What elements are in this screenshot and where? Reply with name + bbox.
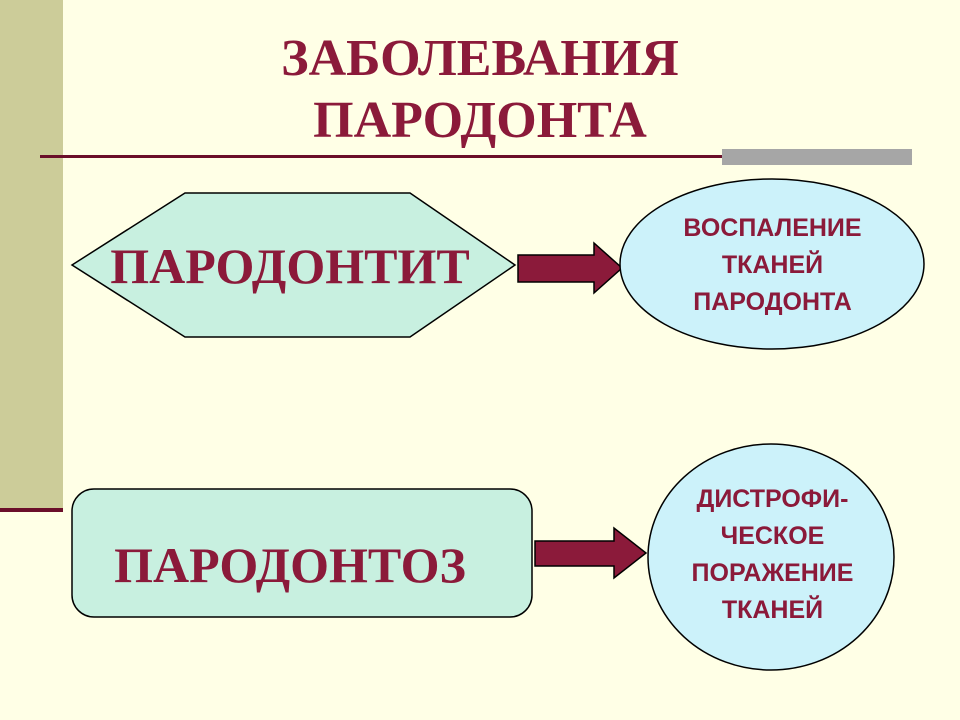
dystrophy-line-4: ТКАНЕЙ xyxy=(721,596,824,624)
periodontosis-label: ПАРОДОНТОЗ xyxy=(114,537,466,593)
inflammation-label: ВОСПАЛЕНИЕ ТКАНЕЙ ПАРОДОНТА xyxy=(640,205,905,325)
slide-title: ЗАБОЛЕВАНИЯ ПАРОДОНТА xyxy=(140,28,820,152)
title-accent-bar xyxy=(722,149,912,165)
arrow-to-dystrophy xyxy=(534,526,648,580)
dystrophy-line-3: ПОРАЖЕНИЕ xyxy=(691,559,854,587)
periodontitis-hexagon xyxy=(70,192,517,338)
periodontosis-box xyxy=(71,488,533,618)
inflammation-oval xyxy=(619,178,925,350)
arrow-to-inflammation xyxy=(517,241,624,295)
side-band-divider xyxy=(0,508,63,512)
inflammation-line-2: ТКАНЕЙ xyxy=(721,250,824,279)
side-band xyxy=(0,0,63,510)
dystrophy-line-2: ЧЕСКОЕ xyxy=(720,522,825,550)
title-line-2: ПАРОДОНТА xyxy=(313,92,647,149)
dystrophy-line-1: ДИСТРОФИ- xyxy=(696,485,849,513)
title-line-1: ЗАБОЛЕВАНИЯ xyxy=(281,30,679,87)
inflammation-line-3: ПАРОДОНТА xyxy=(693,287,852,316)
inflammation-line-1: ВОСПАЛЕНИЕ xyxy=(683,213,862,242)
periodontitis-label: ПАРОДОНТИТ xyxy=(110,238,470,294)
dystrophy-oval xyxy=(647,443,895,671)
dystrophy-label: ДИСТРОФИ- ЧЕСКОЕ ПОРАЖЕНИЕ ТКАНЕЙ xyxy=(650,475,895,635)
title-underline xyxy=(40,155,912,158)
